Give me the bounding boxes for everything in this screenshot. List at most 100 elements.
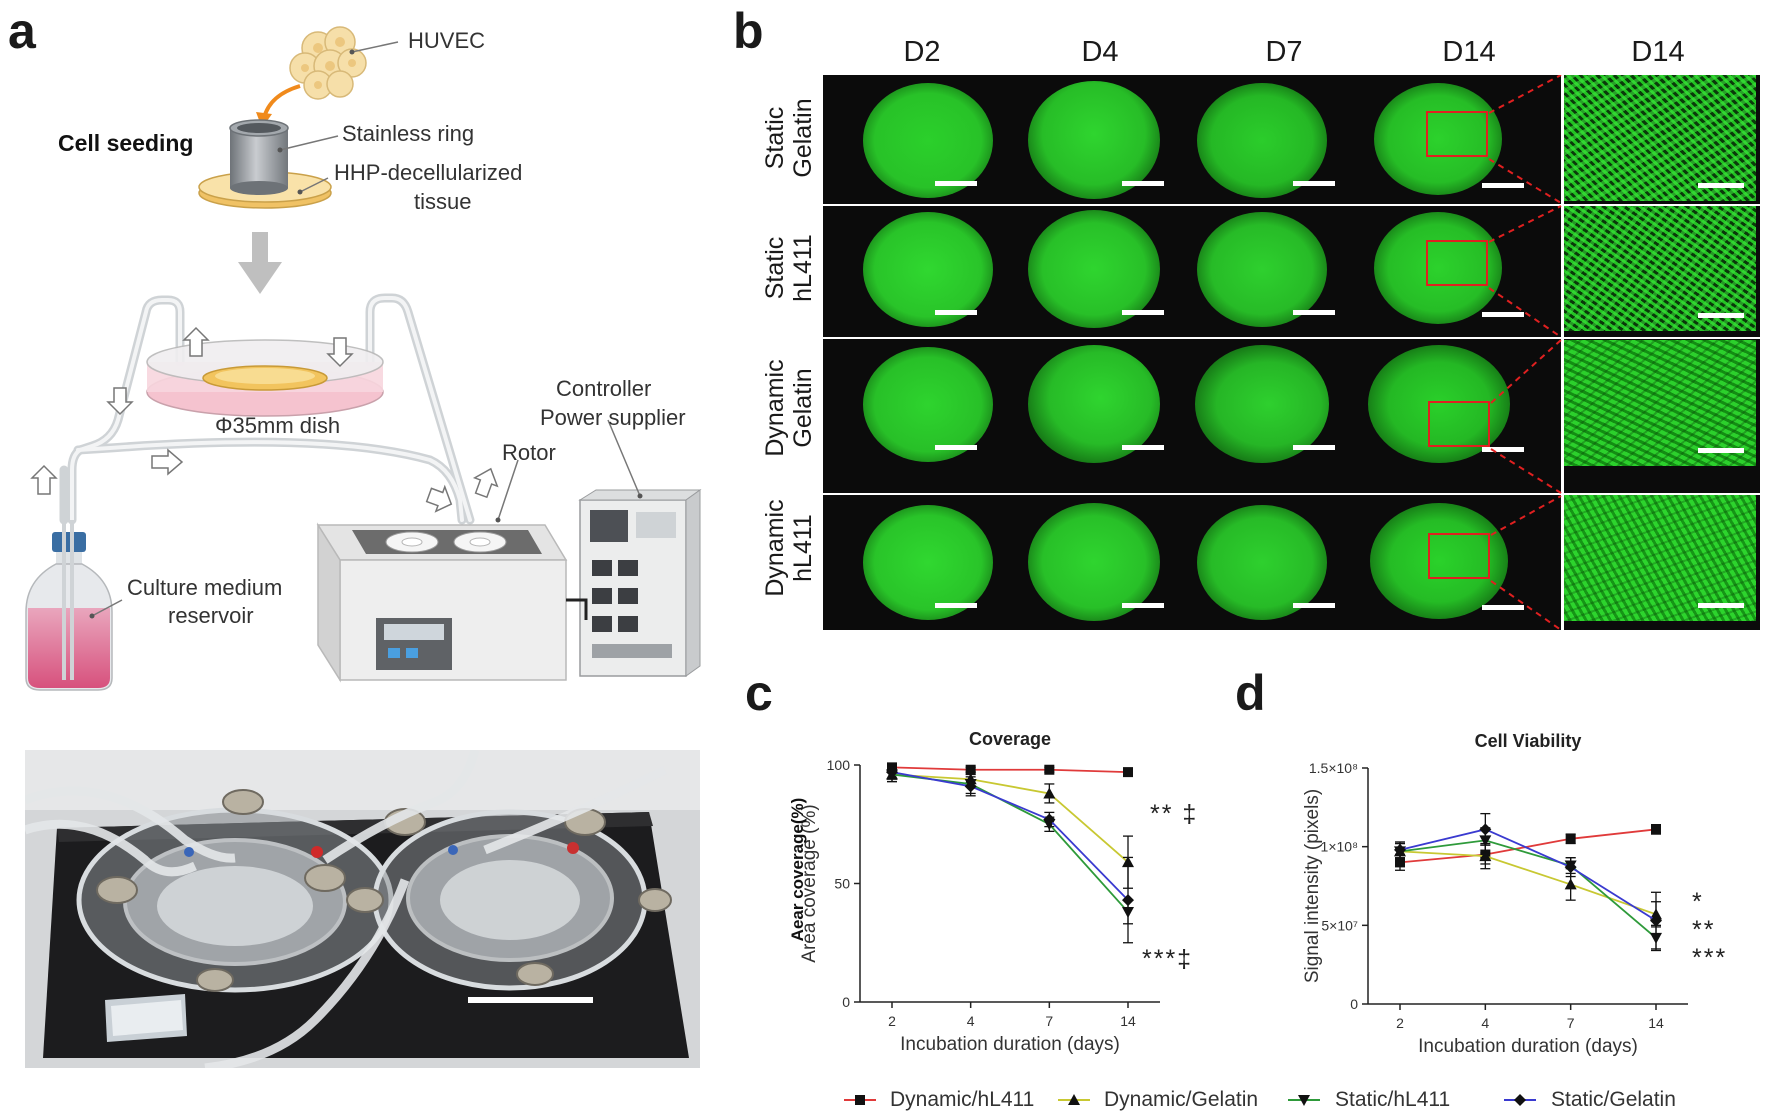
cell-seeding-label: Cell seeding [58,130,194,156]
micrograph-static-hl411-d14-zoom [1564,205,1756,331]
panel-letter-c: c [745,665,773,721]
micrograph-grid [823,75,1760,630]
flow-arrows [30,326,499,513]
series-static-gelatin [1394,812,1662,950]
reservoir-label-line1: Culture medium [127,575,283,600]
data-point [1123,767,1133,778]
controller-device-illustration [566,489,702,677]
significance-annotation: * [1692,888,1704,916]
controller-label-line1: Controller [556,376,652,401]
reservoir-bottle-illustration [25,520,113,691]
culture-dish-illustration [146,339,384,417]
legend-label-static-gelatin: Static/Gelatin [1551,1088,1676,1111]
x-tick-label: 14 [1648,1015,1664,1031]
micrograph-dynamic-gelatin-d4 [1008,341,1173,467]
x-tick-label: 14 [1120,1013,1136,1029]
y-tick-label: 100 [827,757,851,773]
column-header-d4: D4 [1081,36,1119,68]
data-point [1564,861,1577,874]
rotor-device-illustration [316,522,568,683]
series-line [891,773,1129,913]
y-tick-label: 50 [834,876,850,892]
legend-symbol [855,1095,865,1105]
legend-marker-dynamic-gelatin [1058,1094,1090,1105]
micrograph-static-gelatin-d14-zoom [1564,75,1756,201]
micrograph-dynamic-hl411-d14 [1358,499,1524,625]
zoom-connectors [1488,75,1562,630]
huvec-label: HUVEC [408,28,486,53]
micrograph-dynamic-hl411-d2 [841,499,1006,625]
series-line [1399,839,1657,939]
significance-annotation: *** [1692,944,1727,972]
micrograph-static-gelatin-d2 [841,77,1006,203]
series-dynamic-hl411 [887,762,1133,778]
stainless-ring-label: Stainless ring [342,121,475,146]
y-axis-label: Signal intensity (pixels) [1302,789,1323,983]
x-tick-label: 4 [967,1013,975,1029]
series-static-gelatin [886,764,1134,944]
series-line [1399,828,1657,864]
data-point [1043,787,1056,799]
x-axis-label: Incubation duration (days) [1418,1036,1638,1057]
micrograph-dynamic-hl411-d14-zoom [1564,495,1756,621]
x-tick-label: 2 [1396,1015,1404,1031]
legend-label-dynamic-hl411: Dynamic/hL411 [890,1088,1035,1111]
tissue-label-line1: HHP-decellularized [334,160,523,185]
photo-scale-bar [468,997,593,1003]
controller-label-line2: Power supplier [540,405,686,430]
data-point [1395,857,1405,868]
micrograph-dynamic-gelatin-d2 [841,341,1006,467]
series-line [891,766,1129,774]
chart-title: Coverage [969,729,1051,749]
legend-label-static-hl411: Static/hL411 [1335,1088,1451,1111]
legend-symbol [1514,1094,1526,1106]
legend-label-dynamic-gelatin: Dynamic/Gelatin [1104,1088,1259,1111]
micrograph-static-gelatin-d7 [1181,77,1346,203]
series-line [891,773,1129,863]
legend-symbol [1068,1094,1080,1105]
data-point [1650,914,1662,927]
reservoir-label-line2: reservoir [168,603,254,628]
series-line [1399,850,1657,916]
micrograph-static-hl411-d2 [841,206,1006,332]
legend-marker-static-hl411 [1288,1095,1320,1106]
panel-letter-a: a [8,3,36,59]
y-axis-label: Area coverage (%) [799,804,820,962]
series-static-hl411 [886,766,1134,925]
y-tick-label: 1.5×10⁸ [1309,760,1358,776]
data-point [886,766,898,779]
x-tick-label: 4 [1481,1015,1489,1031]
device-photo-illustration [25,750,700,1068]
significance-annotation: ** ‡ [1150,800,1198,828]
column-header-d7: D7 [1265,36,1303,68]
series-line [1399,828,1657,922]
data-point [1479,850,1492,862]
significance-annotation: ** [1692,916,1715,944]
y-tick-label: 0 [842,994,850,1010]
micrograph-static-gelatin-d14 [1358,77,1524,203]
data-point [964,780,977,793]
significance-annotation: ***‡ [1142,945,1193,973]
roi-box [1428,533,1490,579]
micrograph-static-hl411-d4 [1008,206,1173,332]
micrograph-dynamic-gelatin-d14 [1358,341,1524,467]
dish-label: Φ35mm dish [215,413,341,438]
column-header-d14: D14 [1442,36,1496,68]
data-point [965,764,976,775]
perfusion-schematic: HUVEC Cell seeding Stainless ring HHP-de… [0,0,720,700]
schematic-illustration [25,26,702,691]
data-point [1479,823,1492,836]
device-photo [25,750,700,1068]
rotor-label: Rotor [502,440,556,465]
roi-box [1428,401,1490,447]
data-point [1044,764,1055,775]
huvec-cells-icon [289,26,367,100]
y-tick-label: 5×10⁷ [1321,917,1358,933]
micrograph-dynamic-hl411-d4 [1008,499,1173,625]
legend-marker-static-gelatin [1504,1094,1536,1106]
data-point [1122,894,1134,907]
